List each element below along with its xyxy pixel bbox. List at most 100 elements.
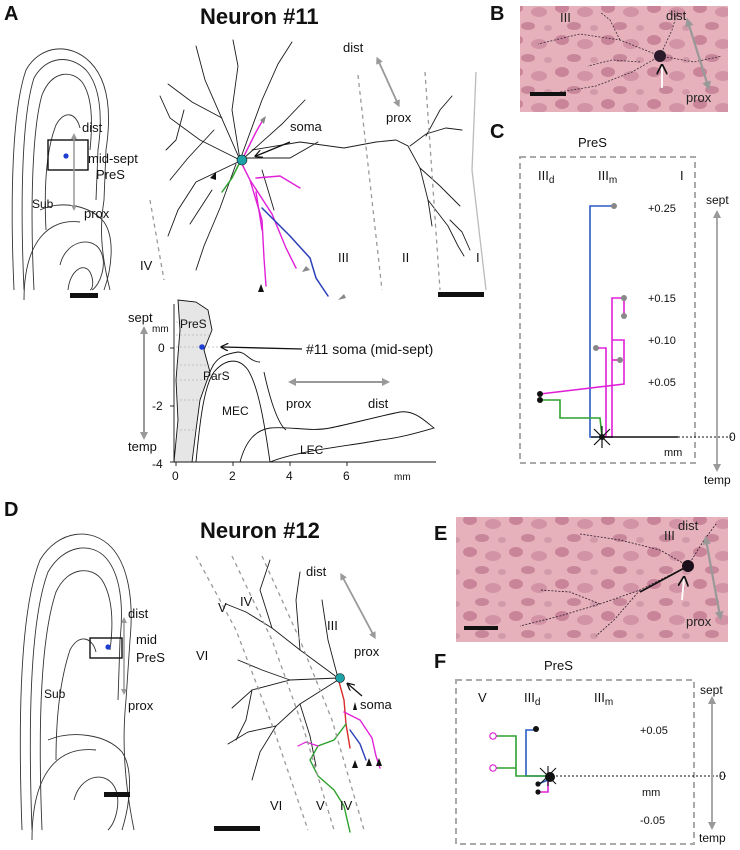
layer-iv-d-top: IV (240, 594, 253, 609)
axon-end-marker-d2 (366, 758, 372, 766)
projection-ends-c (537, 203, 627, 448)
layer-vi-d-bottom: VI (270, 798, 282, 813)
axon-end-marker-5 (260, 116, 266, 124)
scalebar-atlas-d (104, 792, 130, 797)
axon-end-marker-d3 (376, 758, 382, 766)
layer-v-d-top: V (218, 600, 227, 615)
temp-c: temp (704, 473, 731, 487)
region-lec: LEC (300, 443, 324, 457)
projection-lines-c (539, 205, 732, 438)
atlas-section-d (19, 533, 135, 841)
ytick-0: 0 (158, 341, 165, 355)
tick-015-c: +0.15 (648, 293, 676, 305)
xtick-0: 0 (172, 469, 179, 483)
layer-iii-d: III (327, 618, 338, 633)
xtick-4: 4 (286, 469, 293, 483)
atlas-sub-a: Sub (32, 197, 54, 211)
scalebar-trace-d (214, 826, 260, 831)
axis-dist-prox-a (376, 56, 400, 108)
projection-lines-f (494, 729, 728, 793)
soma-note-map: #11 soma (mid-sept) (306, 341, 433, 357)
atlas-prox-a: prox (84, 206, 110, 221)
atlas-dist-a: dist (82, 120, 103, 135)
soma-label-d: soma (360, 697, 393, 712)
tick-005-c: +0.05 (648, 377, 676, 389)
layer-v-d-bottom: V (316, 798, 325, 813)
histology-photo-e (456, 517, 728, 642)
xtick-2: 2 (229, 469, 236, 483)
trace-prox-d: prox (354, 644, 380, 659)
soma-pointer-d (348, 684, 363, 697)
layer-iiid-c: IIId (538, 168, 554, 186)
layer-iv-d-bottom: IV (340, 798, 353, 813)
soma-label-a: soma (290, 119, 323, 134)
layer-borders-a (149, 71, 441, 291)
tick-005-f: +0.05 (640, 725, 668, 737)
axon-end-marker-4 (210, 172, 216, 180)
layer-i-a: I (476, 250, 480, 265)
axon-end-marker-3 (338, 294, 346, 300)
photo-layer-e: III (664, 528, 675, 543)
unit-x-map: mm (394, 472, 411, 483)
soma-dot-a (63, 153, 69, 159)
atlas-region-d: mid (136, 632, 157, 647)
trace-prox-a: prox (386, 110, 412, 125)
schematic-frame-f (455, 679, 695, 845)
histology-photo-b (520, 6, 728, 112)
unit-c: mm (664, 447, 682, 459)
layer-borders-d (195, 555, 365, 831)
tick-0-c: 0 (729, 430, 736, 444)
soma-pointer-map (222, 347, 303, 349)
layer-v-f: V (478, 690, 487, 705)
region-mec: MEC (222, 404, 249, 418)
schematic-region-c: PreS (578, 135, 607, 150)
trace-dist-a: dist (343, 40, 364, 55)
projection-ends-f (489, 726, 557, 795)
axis-dist-prox-d (340, 572, 376, 640)
schematic-region-f: PreS (544, 658, 573, 673)
panel-label-d: D (4, 499, 18, 521)
axon-end-marker-2 (302, 266, 310, 272)
unit-y-map: mm (152, 324, 169, 335)
axon-end-marker-d1 (353, 702, 357, 710)
layer-iiim-c: IIIm (598, 168, 617, 186)
panel-label-e: E (434, 523, 447, 545)
atlas-prox-d: prox (128, 698, 154, 713)
atlas-sub-d: Sub (44, 687, 66, 701)
panel-label-a: A (4, 3, 18, 25)
tick-neg005-f: -0.05 (640, 815, 665, 827)
atlas-section-a (11, 48, 112, 301)
atlas-region2-a: PreS (96, 167, 125, 182)
axon-end-marker-d4 (352, 760, 358, 768)
scalebar-atlas-a (70, 293, 98, 298)
scalebar-trace-a (438, 292, 484, 297)
pia-line-a (471, 71, 487, 291)
unit-f: mm (642, 787, 660, 799)
photo-prox-e: prox (686, 614, 712, 629)
layer-iii-a: III (338, 250, 349, 265)
atlas-dist-d: dist (128, 606, 149, 621)
flatmap-chart (170, 299, 436, 466)
xtick-6: 6 (343, 469, 350, 483)
panel-label-f: F (434, 651, 446, 673)
layer-i-c: I (680, 168, 684, 183)
atlas-region-a: mid-sept (88, 151, 138, 166)
trace-dist-d: dist (306, 564, 327, 579)
region-pres: PreS (180, 317, 207, 331)
panel-label-c: C (490, 121, 504, 143)
prox-map: prox (286, 396, 312, 411)
ytick-neg2: -2 (152, 399, 163, 413)
layer-vi-d-top: VI (196, 648, 208, 663)
atlas-box-a (47, 139, 89, 171)
ytick-neg4: -4 (152, 457, 163, 471)
photo-dist-b: dist (666, 8, 687, 23)
layer-iiid-f: IIId (524, 690, 540, 708)
tick-0-f: 0 (719, 769, 726, 783)
layer-iv-a: IV (140, 258, 153, 273)
axon-end-marker-1 (258, 284, 264, 292)
atlas-region2-d: PreS (136, 650, 165, 665)
temp-map: temp (128, 439, 157, 454)
dist-map: dist (368, 396, 389, 411)
neuron-12-trace (225, 559, 381, 833)
